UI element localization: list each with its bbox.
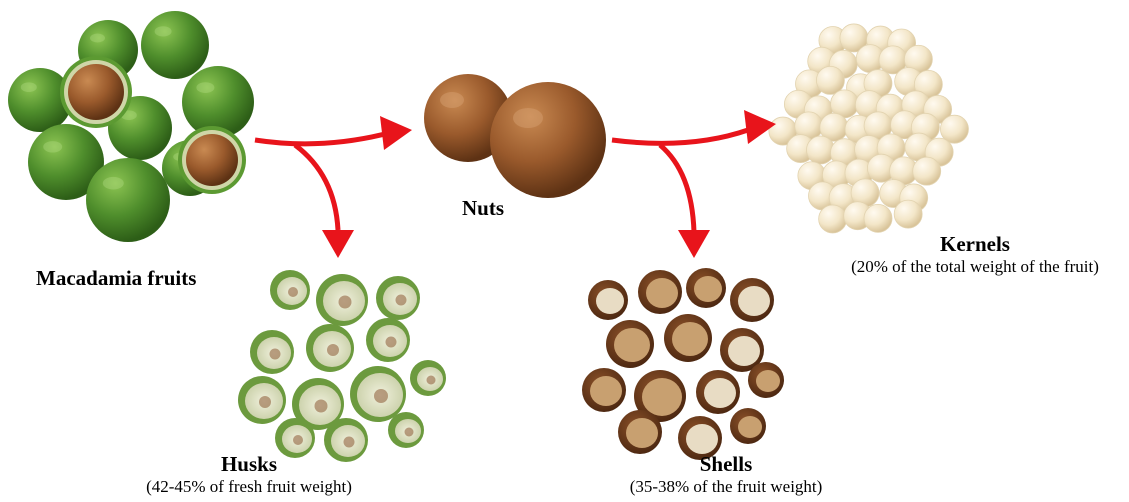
shell-pile-icon xyxy=(582,268,784,460)
kernels-note: (20% of the total weight of the fruit) xyxy=(820,257,1129,277)
husks-label: Husks xyxy=(118,452,380,477)
kernel-pile-icon xyxy=(769,24,969,233)
arrow-nuts-to-shells xyxy=(660,145,710,258)
macadamia-fruit-cluster-icon xyxy=(8,11,254,242)
arrow-fruits-to-husks xyxy=(295,145,354,258)
kernels-label: Kernels xyxy=(820,232,1129,257)
nut-pair-icon xyxy=(424,74,606,198)
macadamia-fruits-label: Macadamia fruits xyxy=(36,266,196,291)
shells-caption: Shells (35-38% of the fruit weight) xyxy=(604,452,848,497)
nuts-label: Nuts xyxy=(462,196,504,221)
husks-note: (42-45% of fresh fruit weight) xyxy=(118,477,380,497)
shells-label: Shells xyxy=(604,452,848,477)
arrow-fruits-to-nuts xyxy=(255,116,412,150)
shells-note: (35-38% of the fruit weight) xyxy=(604,477,848,497)
husks-caption: Husks (42-45% of fresh fruit weight) xyxy=(118,452,380,497)
kernels-caption: Kernels (20% of the total weight of the … xyxy=(820,232,1129,277)
husk-pile-icon xyxy=(238,270,446,462)
arrow-nuts-to-kernels xyxy=(612,110,776,144)
